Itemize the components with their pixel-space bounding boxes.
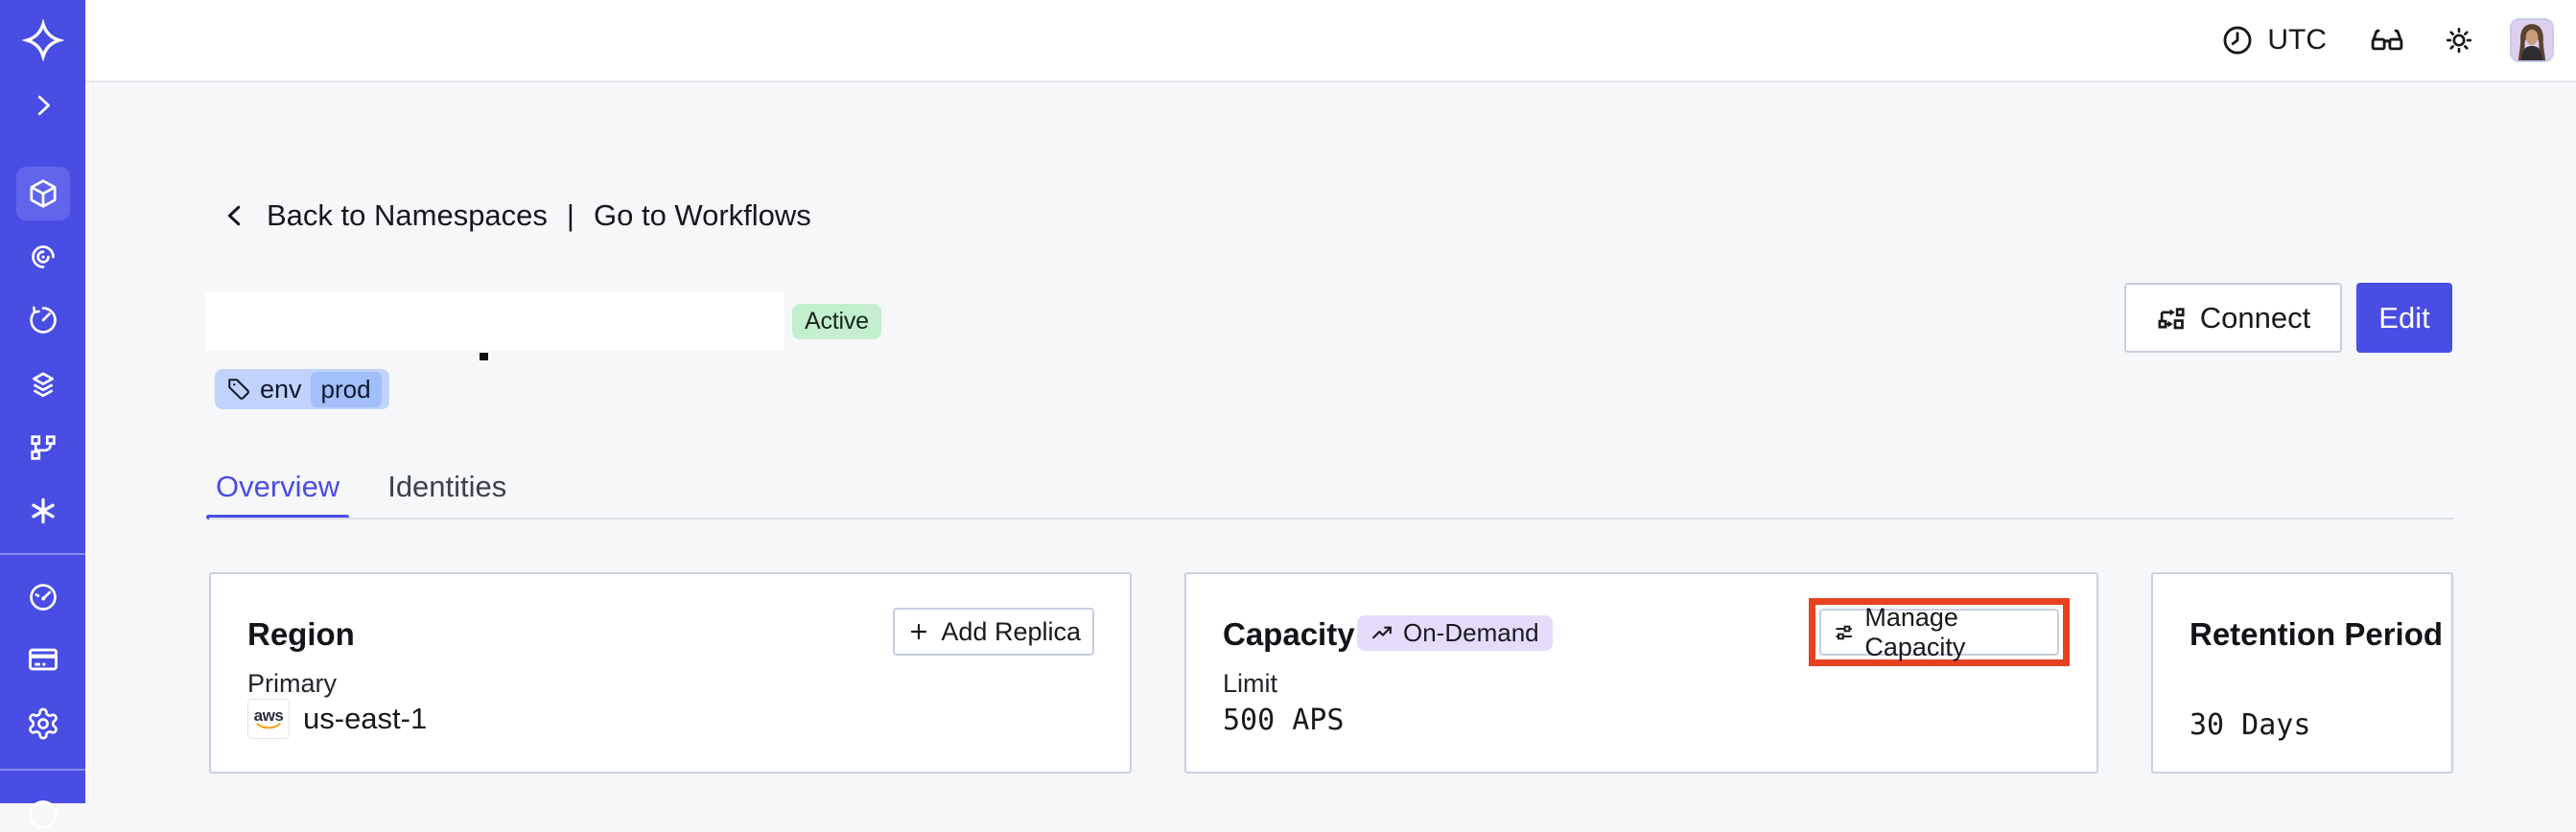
region-card: Region Add Replica Primary aws us-east-1 bbox=[209, 572, 1132, 774]
on-demand-badge-label: On-Demand bbox=[1403, 618, 1539, 647]
add-replica-label: Add Replica bbox=[941, 616, 1081, 646]
chevron-right-icon bbox=[37, 95, 50, 116]
timezone-selector[interactable]: UTC bbox=[2221, 24, 2327, 57]
on-demand-badge: On-Demand bbox=[1357, 615, 1553, 651]
sidebar-expand-button[interactable] bbox=[0, 91, 85, 120]
back-to-namespaces-link[interactable]: Back to Namespaces bbox=[267, 198, 548, 232]
timer-icon bbox=[29, 306, 57, 334]
cube-icon bbox=[29, 179, 57, 208]
connect-button[interactable]: Connect bbox=[2124, 283, 2342, 353]
sidebar-divider bbox=[0, 769, 85, 771]
layers-icon bbox=[32, 372, 54, 398]
sidebar-item-workflows[interactable] bbox=[0, 241, 85, 273]
aws-smile-swoosh bbox=[256, 722, 281, 728]
manage-capacity-highlight-box: Manage Capacity bbox=[1809, 598, 2070, 666]
topbar: UTC bbox=[85, 0, 2576, 82]
tab-identities[interactable]: Identities bbox=[387, 470, 507, 503]
status-badge: Active bbox=[792, 304, 881, 339]
glasses-icon bbox=[2371, 29, 2403, 51]
sidebar-item-account[interactable] bbox=[0, 797, 85, 832]
branch-icon bbox=[30, 435, 56, 460]
tab-bar: Overview Identities bbox=[205, 470, 507, 520]
sliders-icon bbox=[1836, 625, 1852, 639]
tag-key: env bbox=[260, 374, 302, 404]
go-to-workflows-link[interactable]: Go to Workflows bbox=[593, 198, 811, 232]
sidebar bbox=[0, 0, 85, 829]
avatar-image bbox=[2512, 20, 2552, 60]
tag-icon bbox=[228, 379, 249, 400]
breadcrumb-separator: | bbox=[566, 198, 574, 232]
sidebar-item-schedules[interactable] bbox=[0, 304, 85, 336]
user-avatar[interactable] bbox=[2510, 18, 2554, 62]
namespace-tag: env prod bbox=[215, 369, 389, 409]
sidebar-item-deployments[interactable] bbox=[0, 369, 85, 402]
plus-icon bbox=[911, 623, 927, 640]
clock-icon bbox=[2223, 26, 2252, 55]
sidebar-item-nexus[interactable] bbox=[0, 431, 85, 464]
region-field-label: Primary bbox=[247, 669, 337, 698]
capacity-field-label: Limit bbox=[1223, 669, 1278, 698]
retention-card: Retention Period 30 Days bbox=[2151, 572, 2453, 774]
sidebar-item-billing[interactable] bbox=[0, 642, 85, 677]
capacity-value: 500 APS bbox=[1223, 704, 1345, 737]
theme-toggle-button[interactable] bbox=[2444, 25, 2474, 56]
tab-overview[interactable]: Overview bbox=[205, 470, 350, 520]
region-card-title: Region bbox=[247, 616, 355, 652]
manage-capacity-button[interactable]: Manage Capacity bbox=[1819, 603, 2059, 661]
text-artifact-dot bbox=[480, 353, 488, 360]
connect-button-label: Connect bbox=[2199, 300, 2311, 335]
chevron-left-icon bbox=[227, 205, 241, 226]
breadcrumb: Back to Namespaces | Go to Workflows bbox=[221, 198, 811, 233]
manage-capacity-label: Manage Capacity bbox=[1864, 602, 1966, 661]
sidebar-item-usage[interactable] bbox=[0, 581, 85, 613]
trending-up-icon bbox=[1372, 626, 1392, 639]
namespace-title-redaction bbox=[205, 292, 785, 351]
retention-value: 30 Days bbox=[2190, 708, 2311, 742]
sun-icon bbox=[2446, 27, 2472, 54]
temporal-logo[interactable] bbox=[0, 19, 85, 61]
capacity-card: Capacity On-Demand Manage Capacity Limit… bbox=[1184, 572, 2098, 774]
gear-icon bbox=[28, 707, 58, 740]
capacity-card-title: Capacity bbox=[1223, 616, 1355, 652]
aws-logo: aws bbox=[247, 699, 290, 739]
aws-logo-text: aws bbox=[253, 705, 284, 725]
region-value: us-east-1 bbox=[303, 702, 428, 735]
tag-value-chip: prod bbox=[310, 371, 382, 407]
labs-toggle-button[interactable] bbox=[2369, 22, 2405, 58]
edit-button[interactable]: Edit bbox=[2356, 283, 2452, 353]
tab-bar-divider bbox=[209, 518, 2453, 520]
timezone-label: UTC bbox=[2267, 24, 2327, 56]
retention-card-title: Retention Period bbox=[2190, 616, 2444, 652]
region-value-row: aws us-east-1 bbox=[247, 699, 427, 739]
credit-card-icon bbox=[28, 648, 58, 671]
asterisk-icon bbox=[31, 497, 55, 524]
sidebar-item-namespaces[interactable] bbox=[0, 177, 85, 210]
sidebar-item-ai[interactable] bbox=[0, 495, 85, 527]
edit-button-label: Edit bbox=[2378, 300, 2430, 335]
partial-circle-icon bbox=[28, 800, 58, 829]
gauge-icon bbox=[29, 584, 57, 611]
spiral-icon bbox=[31, 245, 55, 268]
add-replica-button[interactable]: Add Replica bbox=[893, 608, 1094, 656]
sidebar-divider bbox=[0, 553, 85, 555]
sidebar-item-settings[interactable] bbox=[0, 706, 85, 741]
connect-icon bbox=[2158, 307, 2185, 329]
